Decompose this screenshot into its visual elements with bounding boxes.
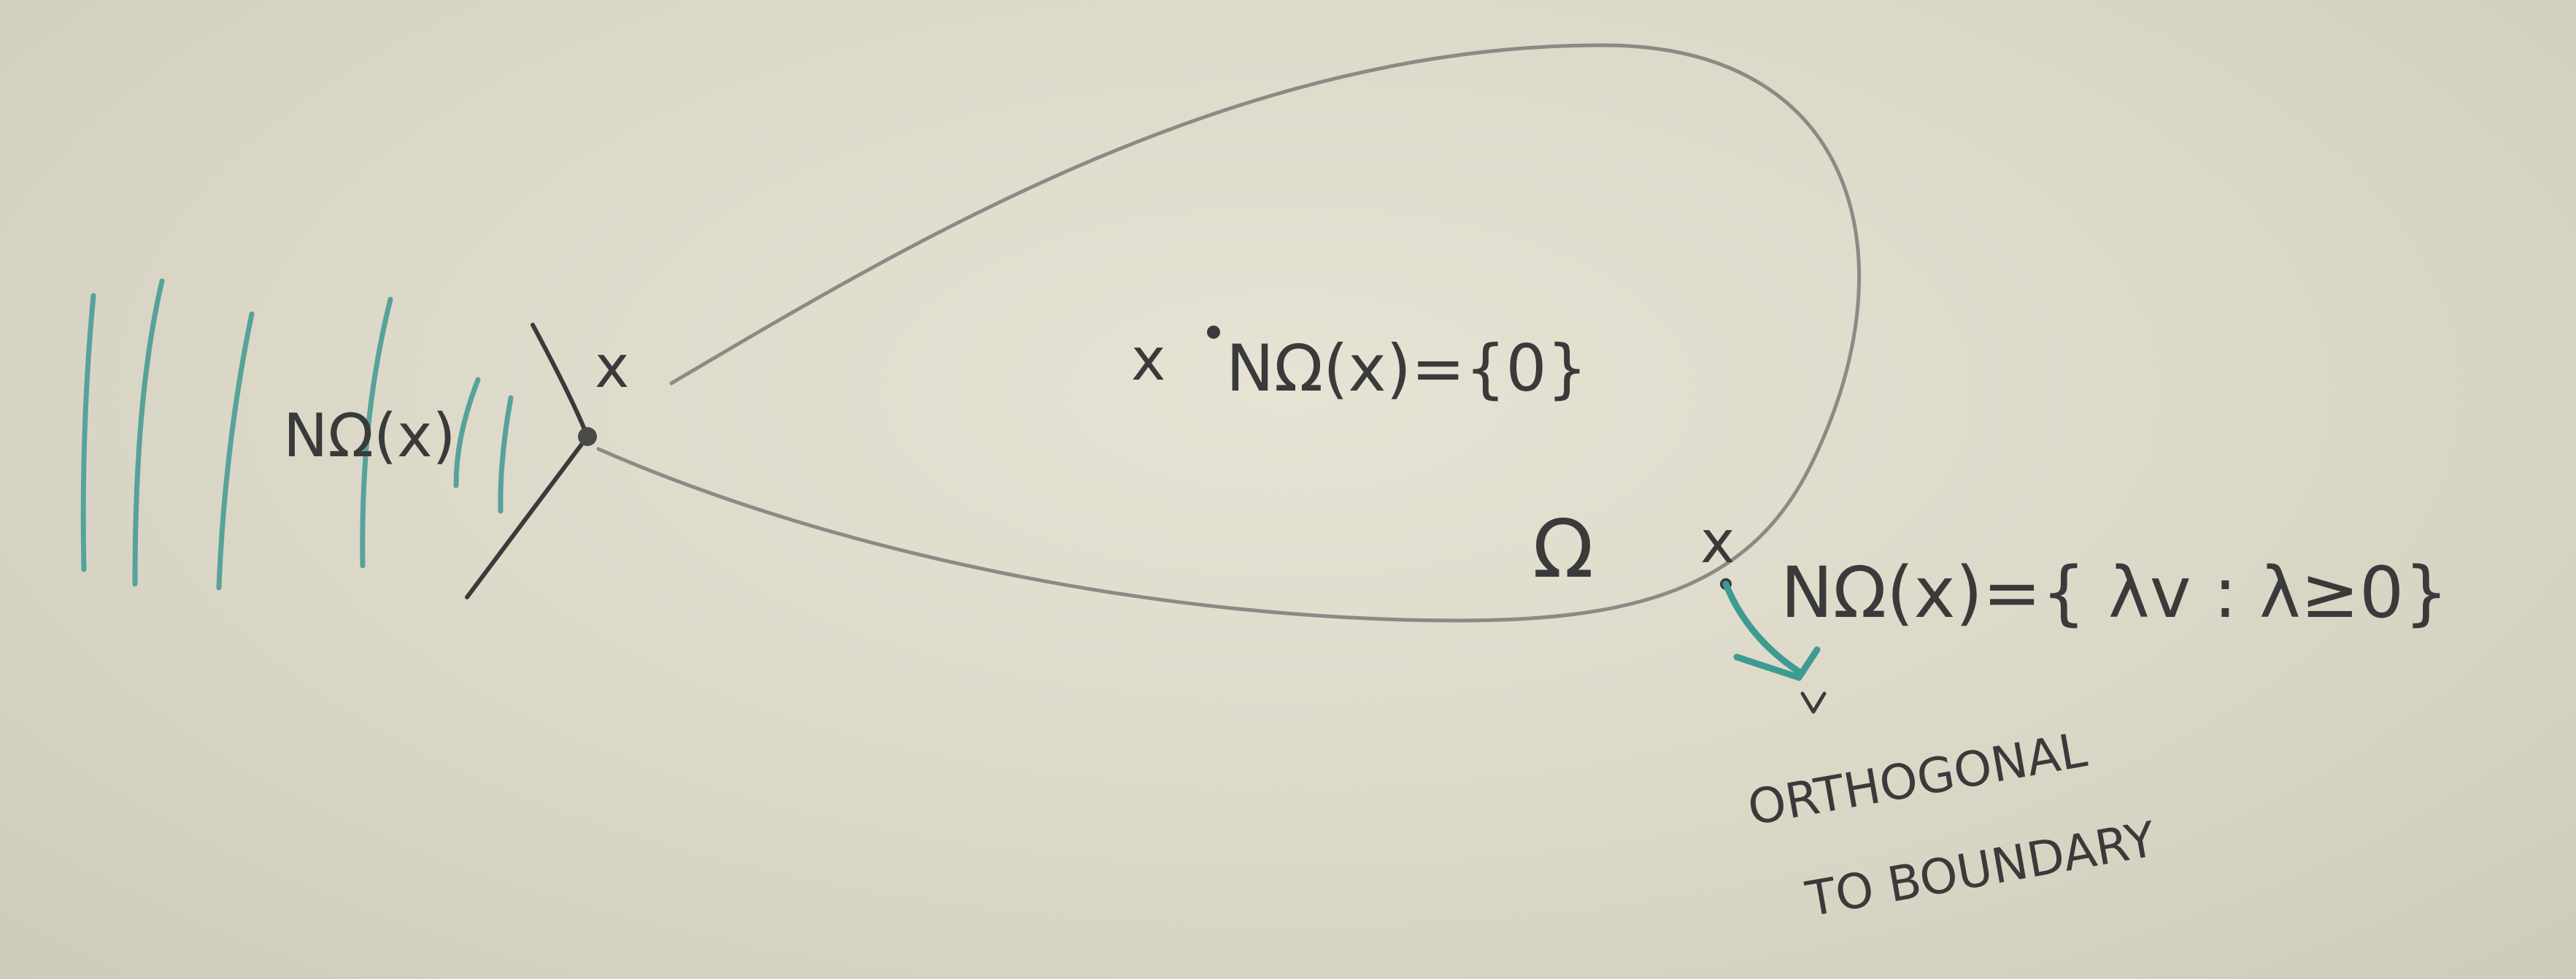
corner-cone-lower-line bbox=[465, 434, 590, 599]
corner-point-label: x bbox=[595, 333, 629, 401]
normal-vector-v-label bbox=[1800, 691, 1827, 714]
interior-normal-cone-label: NΩ(x)={0} bbox=[1226, 331, 1588, 406]
normal-cone-hatching bbox=[80, 278, 514, 591]
normal-vector-arrow-shaft bbox=[1722, 580, 1802, 675]
corner-normal-cone-label: NΩ(x) bbox=[283, 402, 456, 471]
note-line-orthogonal: ORTHOGONAL bbox=[1743, 721, 2091, 836]
normal-vector-arrowhead bbox=[1733, 646, 1821, 681]
hatch-mark bbox=[498, 395, 514, 514]
hatch-mark bbox=[216, 311, 255, 591]
hatch-mark bbox=[360, 296, 393, 569]
boundary-point-label: x bbox=[1700, 508, 1735, 576]
domain-omega-label: Ω bbox=[1532, 502, 1594, 596]
interior-point-dot bbox=[1207, 326, 1220, 339]
corner-point-dot bbox=[578, 427, 597, 446]
hatch-mark bbox=[453, 377, 481, 488]
corner-cone-upper-line bbox=[531, 323, 590, 439]
note-line-to-boundary: TO BOUNDARY bbox=[1801, 811, 2159, 928]
hatch-mark bbox=[80, 293, 96, 572]
interior-point-label: x bbox=[1131, 326, 1165, 393]
domain-boundary-curve bbox=[596, 43, 1862, 623]
boundary-normal-cone-label: NΩ(x)={ λv : λ≥0} bbox=[1781, 552, 2448, 634]
hatch-mark bbox=[132, 278, 165, 587]
